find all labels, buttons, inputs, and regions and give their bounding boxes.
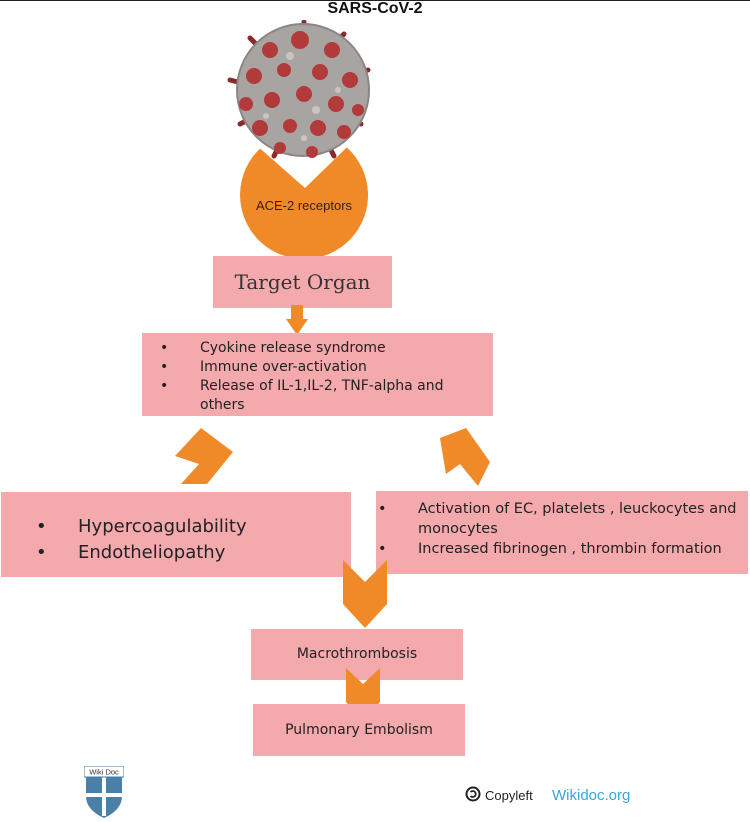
arrow-down-left xyxy=(175,428,233,484)
left-branch-item: Hypercoagulability xyxy=(36,514,247,540)
effect-item: Cyokine release syndrome xyxy=(160,339,490,358)
arrow-down-right xyxy=(440,428,490,486)
effect-item: Release of IL-1,IL-2, TNF-alpha and othe… xyxy=(160,377,490,415)
pulmonary-embolism-box: Pulmonary Embolism xyxy=(253,704,465,756)
effect-item: Immune over-activation xyxy=(160,358,490,377)
copyleft-label: Copyleft xyxy=(485,788,533,803)
arrow-down-1 xyxy=(286,305,308,335)
top-border-line xyxy=(0,0,750,1)
virus-surface-proteins xyxy=(239,31,364,158)
wikidoc-link[interactable]: Wikidoc.org xyxy=(552,787,631,804)
right-branch-item: Activation of EC, platelets , leuckocyte… xyxy=(378,499,738,539)
immune-effects-box: Cyokine release syndrome Immune over-act… xyxy=(142,333,493,416)
ace2-receptors-label: ACE-2 receptors xyxy=(255,198,353,213)
target-organ-label: Target Organ xyxy=(234,270,371,294)
wikidoc-logo: Wiki Doc xyxy=(84,766,124,818)
arrow-down-2 xyxy=(343,560,387,628)
macrothrombosis-box: Macrothrombosis xyxy=(251,629,463,680)
diagram-title: SARS-CoV-2 xyxy=(327,0,423,17)
ace2-receptor-shape xyxy=(240,147,369,260)
virus-and-receptor-illustration xyxy=(227,20,371,260)
activation-box: Activation of EC, platelets , leuckocyte… xyxy=(376,491,748,574)
pulmonary-embolism-label: Pulmonary Embolism xyxy=(285,722,433,738)
left-branch-item: Endotheliopathy xyxy=(36,540,247,566)
logo-text: Wiki Doc xyxy=(89,768,119,777)
right-branch-item: Increased fibrinogen , thrombin formatio… xyxy=(378,539,738,559)
target-organ-box: Target Organ xyxy=(213,256,392,308)
copyleft-icon xyxy=(465,786,481,802)
hypercoagulability-box: Hypercoagulability Endotheliopathy xyxy=(1,492,351,577)
macrothrombosis-label: Macrothrombosis xyxy=(296,646,418,662)
